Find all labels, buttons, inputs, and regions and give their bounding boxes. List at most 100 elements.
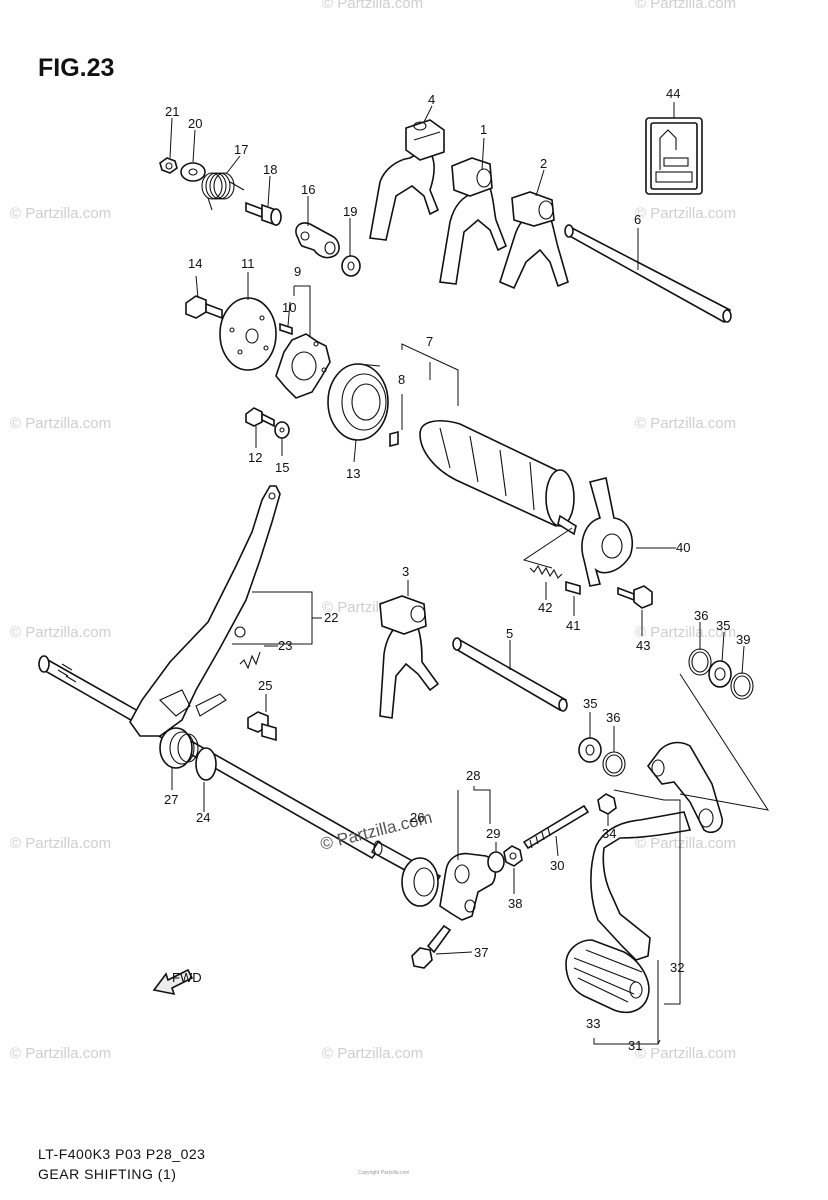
part-washer-19 xyxy=(341,255,361,277)
callout-21: 21 xyxy=(165,104,179,119)
part-shift-fork-3 xyxy=(379,595,440,719)
callout-5: 5 xyxy=(506,626,513,641)
watermark-text: © Partzilla.com xyxy=(635,0,736,12)
callout-8: 8 xyxy=(398,372,405,387)
part-label-44 xyxy=(645,117,703,195)
callout-12: 12 xyxy=(248,450,262,465)
part-shaft-5 xyxy=(452,637,568,712)
callout-9: 9 xyxy=(294,264,301,279)
callout-1: 1 xyxy=(480,122,487,137)
part-circlip-39 xyxy=(730,672,754,700)
callout-37: 37 xyxy=(474,945,488,960)
callout-29: 29 xyxy=(486,826,500,841)
part-bearing-13 xyxy=(327,363,389,441)
watermark-text: © Partzilla.com xyxy=(322,1045,423,1062)
callout-44: 44 xyxy=(666,86,680,101)
part-nut-21 xyxy=(159,157,178,174)
callout-13: 13 xyxy=(346,466,360,481)
part-shaft-6 xyxy=(564,224,732,324)
watermark-text: © Partzilla.com xyxy=(635,835,736,852)
callout-33: 33 xyxy=(586,1016,600,1031)
callout-15: 15 xyxy=(275,460,289,475)
part-shift-arm-22 xyxy=(129,485,281,737)
callout-20: 20 xyxy=(188,116,202,131)
fwd-label: FWD xyxy=(172,970,202,985)
callout-36b: 36 xyxy=(694,608,708,623)
part-circlip-36b xyxy=(688,648,712,676)
callout-39: 39 xyxy=(736,632,750,647)
part-bolt-37 xyxy=(411,924,452,969)
callout-18: 18 xyxy=(263,162,277,177)
callout-24: 24 xyxy=(196,810,210,825)
part-oil-seal-26 xyxy=(401,857,439,907)
section-name: GEAR SHIFTING (1) xyxy=(38,1166,177,1182)
callout-42: 42 xyxy=(538,600,552,615)
part-cam-plate-11 xyxy=(219,297,277,371)
callout-23: 23 xyxy=(278,638,292,653)
callout-35a: 35 xyxy=(583,696,597,711)
part-bolt-18 xyxy=(245,201,282,227)
watermark-text: © Partzilla.com xyxy=(635,205,736,222)
part-washer-35a xyxy=(578,737,602,763)
watermark-text: © Partzilla.com xyxy=(10,624,111,641)
part-circlip-36a xyxy=(602,751,626,777)
callout-31: 31 xyxy=(628,1038,642,1053)
callout-17: 17 xyxy=(234,142,248,157)
watermark-text: © Partzilla.com xyxy=(635,415,736,432)
callout-43: 43 xyxy=(636,638,650,653)
part-washer-35b xyxy=(708,660,732,688)
part-pedal-rubber-33 xyxy=(565,939,650,1014)
callout-28: 28 xyxy=(466,768,480,783)
callout-26: 26 xyxy=(410,810,424,825)
part-shift-fork-4 xyxy=(369,119,445,241)
watermark-text: © Partzilla.com xyxy=(635,1045,736,1062)
watermark-text: © Partzilla.com xyxy=(10,1045,111,1062)
part-nut-38 xyxy=(503,845,523,867)
part-shift-fork-2 xyxy=(499,191,569,290)
part-washer-20 xyxy=(180,162,206,182)
callout-32: 32 xyxy=(670,960,684,975)
callout-numbers: 21 20 17 18 16 19 4 1 2 6 44 14 11 9 10 … xyxy=(164,86,750,1053)
part-cam-9 xyxy=(275,333,331,399)
copyright-note: Copyright Partzilla.com xyxy=(358,1170,410,1176)
callout-40: 40 xyxy=(676,540,690,555)
part-spring-42 xyxy=(529,564,563,579)
part-pin-41 xyxy=(565,580,581,596)
part-screw-12 xyxy=(245,407,275,428)
part-nut-34 xyxy=(597,793,617,815)
watermark-text: © Partzilla.com xyxy=(635,624,736,641)
callout-41: 41 xyxy=(566,618,580,633)
part-spring-17 xyxy=(201,172,245,211)
part-bolt-43 xyxy=(617,585,653,609)
callout-22: 22 xyxy=(324,610,338,625)
callout-19: 19 xyxy=(343,204,357,219)
part-spring-23 xyxy=(239,651,261,670)
part-shift-arm-28 xyxy=(439,852,497,921)
callout-2: 2 xyxy=(540,156,547,171)
part-bolt-14 xyxy=(185,295,223,320)
callout-30: 30 xyxy=(550,858,564,873)
callout-35b: 35 xyxy=(716,618,730,633)
part-washer-15 xyxy=(274,421,290,439)
fwd-arrow-icon: FWD xyxy=(152,968,202,996)
figure-title: FIG.23 xyxy=(38,54,115,82)
callout-27: 27 xyxy=(164,792,178,807)
part-washer-24-collar xyxy=(195,747,217,781)
model-code: LT-F400K3 P03 P28_023 xyxy=(38,1146,206,1162)
watermark-text: © Partzilla.com xyxy=(10,205,111,222)
callout-10: 10 xyxy=(282,300,296,315)
watermark-text: © Partzilla.com xyxy=(10,835,111,852)
part-arm-16 xyxy=(295,222,340,259)
callout-7: 7 xyxy=(426,334,433,349)
callout-25: 25 xyxy=(258,678,272,693)
callout-11: 11 xyxy=(241,256,255,271)
part-bolt-25 xyxy=(247,711,277,742)
leader-lines xyxy=(169,102,770,1045)
callout-34: 34 xyxy=(602,826,616,841)
callout-3: 3 xyxy=(402,564,409,579)
callout-6: 6 xyxy=(634,212,641,227)
part-spring-27 xyxy=(159,727,199,769)
callout-16: 16 xyxy=(301,182,315,197)
part-shift-drum-7 xyxy=(389,420,577,536)
